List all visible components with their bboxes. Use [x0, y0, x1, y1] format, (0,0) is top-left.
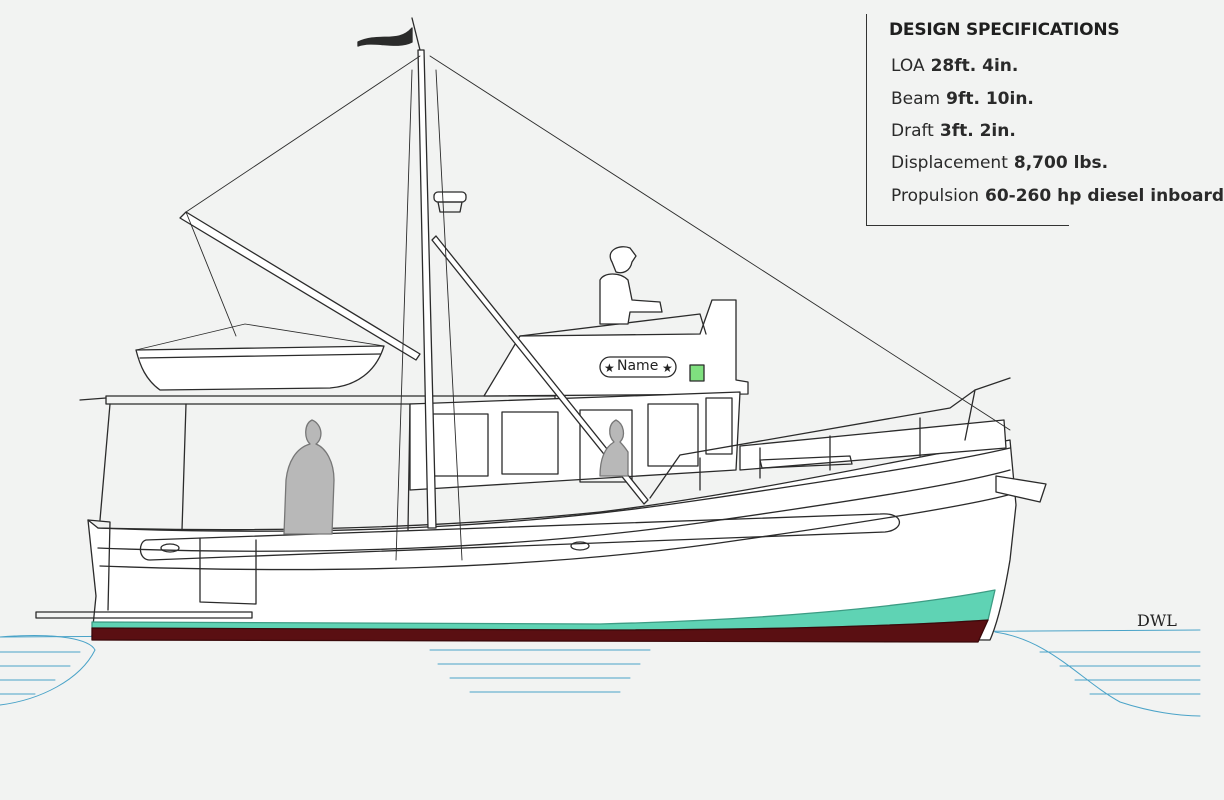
spec-value: 60-260 hp diesel inboard — [985, 186, 1224, 206]
nav-light — [689, 364, 705, 382]
spec-value: 8,700 lbs. — [1013, 153, 1109, 173]
pilothouse — [483, 299, 749, 397]
nameboard-text: Name — [617, 358, 659, 374]
nameboard — [599, 356, 677, 378]
waterline-label: DWL — [1137, 611, 1177, 630]
specs-underline — [866, 225, 1069, 226]
dinghy — [135, 345, 385, 391]
spec-label: Beam — [891, 89, 941, 109]
svg-text:★: ★ — [604, 361, 615, 375]
spec-label: LOA — [891, 56, 925, 76]
radar — [433, 191, 467, 203]
spec-label: Displacement — [891, 153, 1008, 173]
svg-text:★: ★ — [662, 361, 673, 375]
spec-label: Draft — [891, 121, 934, 141]
standing-figure — [283, 419, 335, 535]
specs-title: DESIGN SPECIFICATIONS — [889, 20, 1120, 40]
spec-value: 9ft. 10in. — [946, 89, 1034, 109]
spec-label: Propulsion — [891, 186, 980, 206]
water-lines — [0, 629, 1201, 717]
bottom-paint — [91, 619, 989, 643]
spec-value: 28ft. 4in. — [930, 56, 1019, 76]
helmsman — [599, 246, 663, 325]
spec-value: 3ft. 2in. — [939, 121, 1016, 141]
mast — [417, 49, 437, 529]
cabin-figure — [599, 419, 629, 477]
boom — [179, 211, 421, 361]
